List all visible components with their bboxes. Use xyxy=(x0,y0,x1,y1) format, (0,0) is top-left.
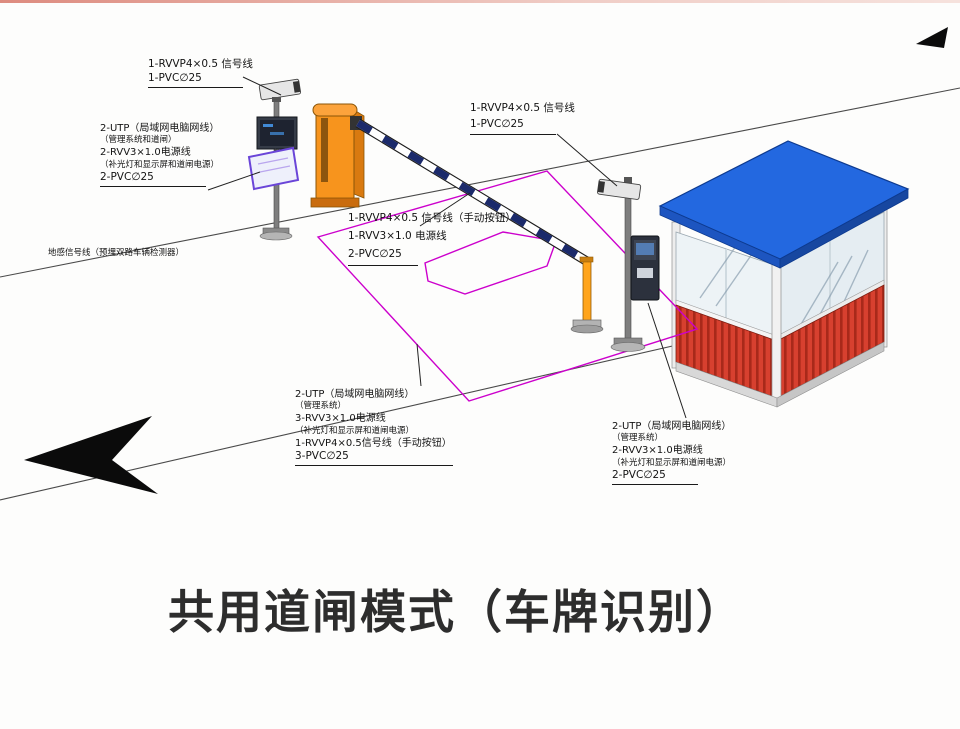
guard-booth xyxy=(658,140,910,408)
annotation-line: （补光灯和显示屏和道闸电源） xyxy=(100,159,220,170)
annotation-line: 1-PVC∅25 xyxy=(148,72,243,88)
annotation-line: 2-PVC∅25 xyxy=(612,469,698,485)
annotation-line: （补光灯和显示屏和道闸电源） xyxy=(612,457,732,468)
led-display-icon xyxy=(256,116,298,150)
annotation-line: 2-PVC∅25 xyxy=(100,171,206,187)
annotation-line: 1-PVC∅25 xyxy=(470,117,556,135)
annotation-line: 2-UTP（局域网电脑网线） xyxy=(100,123,220,134)
fill-light-panel-icon xyxy=(247,146,300,191)
arm-stripes xyxy=(356,119,590,266)
lpr-camera-icon xyxy=(597,178,642,200)
annotation-line: 3-PVC∅25 xyxy=(295,450,453,466)
entry-camera-pole xyxy=(247,78,302,241)
barrier-top-cap xyxy=(312,103,358,117)
annotation-line: 1-RVVP4×0.5 信号线 xyxy=(470,102,575,114)
control-box-icon xyxy=(630,235,660,301)
annotation-ground-sensor: 地感信号线（预埋双路车辆检测器） xyxy=(48,248,185,258)
annotation-line: 3-RVV3×1.0电源线 xyxy=(295,413,386,425)
annotation-line: 1-RVVP4×0.5 信号线（手动按钮） xyxy=(348,212,516,224)
arm-rest-post xyxy=(570,256,604,334)
annotation-line: （管理系统和道闸） xyxy=(100,135,177,146)
annotation-line: 2-RVV3×1.0电源线 xyxy=(612,445,703,457)
window-reflections xyxy=(699,245,869,327)
diagram-title: 共用道闸模式（车牌识别） xyxy=(168,585,744,639)
annotation-line: 1-RVVP4×0.5 信号线 xyxy=(148,58,253,70)
annotation-line: 2-UTP（局域网电脑网线） xyxy=(612,421,732,432)
annotation-line: 2-RVV3×1.0电源线 xyxy=(100,147,191,159)
pole-base xyxy=(259,231,293,241)
booth-post-front xyxy=(771,257,782,403)
annotation-line: 2-UTP（局域网电脑网线） xyxy=(295,389,415,400)
annotation-line: 1-RVV3×1.0 电源线 xyxy=(348,229,447,242)
leader-lines xyxy=(207,76,687,419)
annotation-line: （补光灯和显示屏和道闸电源） xyxy=(295,425,415,436)
pole xyxy=(624,183,632,341)
annotation-camera-left: 1-RVVP4×0.5 信号线 1-PVC∅25 xyxy=(148,58,253,88)
lpr-camera-icon xyxy=(258,78,302,101)
annotation-line: （管理系统） xyxy=(295,401,347,412)
annotation-booth-cables: 2-UTP（局域网电脑网线） （管理系统） 2-RVV3×1.0电源线 （补光灯… xyxy=(612,420,731,485)
pole-base xyxy=(610,342,646,352)
annotation-line: （管理系统） xyxy=(612,433,664,444)
annotation-lane-cables: 2-UTP（局域网电脑网线） （管理系统） 3-RVV3×1.0电源线 （补光灯… xyxy=(295,388,453,466)
travel-direction-arrow xyxy=(24,416,158,494)
plate-zone-marker xyxy=(424,231,557,295)
annotation-barrier-cables: 1-RVVP4×0.5 信号线（手动按钮） 1-RVV3×1.0 电源线 2-P… xyxy=(348,210,516,266)
scan-edge-artifact xyxy=(0,0,960,3)
annotation-line: 1-RVVP4×0.5信号线（手动按钮） xyxy=(295,437,452,449)
north-arrow-icon xyxy=(916,27,948,48)
barrier-arm xyxy=(355,118,591,267)
exit-camera-pole xyxy=(597,177,660,352)
annotation-pole-left-cables: 2-UTP（局域网电脑网线） （管理系统和道闸） 2-RVV3×1.0电源线 （… xyxy=(100,122,219,187)
barrier-gate-machine xyxy=(310,103,365,208)
annotation-line: 2-PVC∅25 xyxy=(348,246,418,266)
annotation-camera-right: 1-RVVP4×0.5 信号线 1-PVC∅25 xyxy=(470,101,575,135)
barrier-base xyxy=(310,197,360,208)
